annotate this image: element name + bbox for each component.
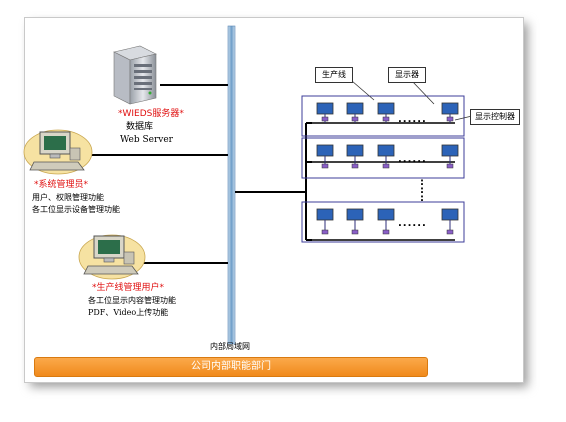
server-web-label: Web Server [120, 135, 173, 145]
callout-production-line [351, 80, 375, 101]
admin-name: *系统管理员* [34, 180, 89, 190]
display-monitor [377, 208, 395, 235]
display-monitor [346, 208, 364, 235]
production-line-label: 生产线 [315, 67, 353, 83]
production-line-2 [301, 137, 465, 179]
display-label: 显示器 [388, 67, 426, 83]
display-monitor [316, 208, 334, 235]
line-user-computer-icon [78, 234, 146, 280]
diagram-canvas [24, 17, 524, 383]
line-user-name: *生产线管理用户* [92, 283, 165, 293]
production-line-1 [301, 95, 465, 137]
server-icon [113, 45, 157, 105]
production-line-3 [301, 201, 465, 243]
server-name: *WIEDS服务器* [118, 109, 184, 119]
display-monitor [346, 102, 364, 123]
display-monitor [316, 144, 334, 169]
vertical-ellipsis-2: : [420, 185, 424, 196]
display-monitor [441, 208, 459, 235]
lan-bus [227, 25, 236, 345]
callout-controller [454, 115, 473, 121]
lan-label: 内部局域网 [210, 342, 250, 351]
server-db-label: 数据库 [126, 122, 154, 132]
callout-display [411, 80, 435, 105]
vertical-ellipsis-3: : [420, 193, 424, 204]
admin-computer-icon [23, 129, 93, 175]
display-monitor [346, 144, 364, 169]
admin-func-2: 各工位显示设备管理功能 [32, 205, 120, 214]
ellipsis-row-1: ...... [398, 114, 427, 125]
display-monitor [441, 102, 459, 123]
display-monitor [377, 144, 395, 169]
display-monitor [377, 102, 395, 123]
display-controller-label: 显示控制器 [470, 109, 520, 125]
display-monitor [316, 102, 334, 123]
line-user-func-1: 各工位显示内容管理功能 [88, 296, 176, 305]
line-user-func-2: PDF、Video上传功能 [88, 308, 169, 317]
ellipsis-row-2: ...... [398, 154, 427, 165]
admin-func-1: 用户、权限管理功能 [32, 193, 104, 202]
department-banner: 公司内部职能部门 [34, 357, 428, 377]
ellipsis-row-3: ...... [398, 218, 427, 229]
display-monitor [441, 144, 459, 169]
vertical-ellipsis-1: : [420, 177, 424, 188]
